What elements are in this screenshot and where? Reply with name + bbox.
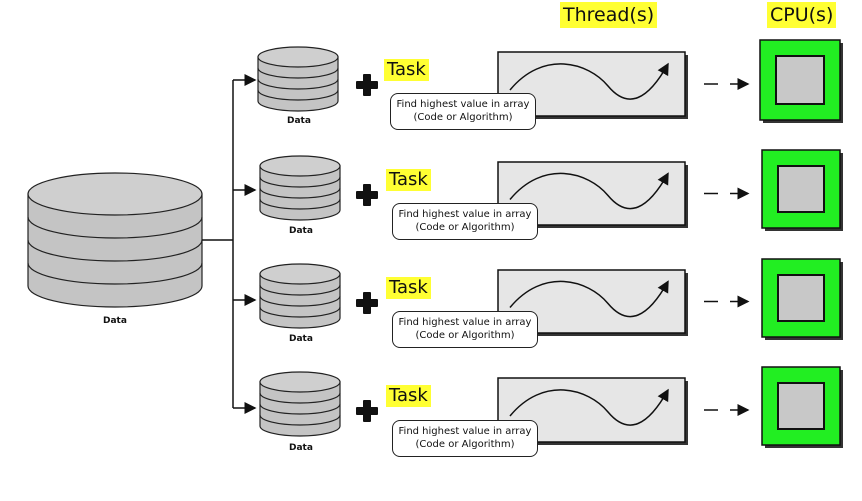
task-label: Task [386,169,431,191]
task-callout: Find highest value in array (Code or Alg… [392,311,538,348]
task-description: Find highest value in array [398,209,532,220]
row-database-icon [259,263,341,329]
task-description: Find highest value in array [398,317,532,328]
plus-icon [356,184,378,206]
task-label: Task [384,59,429,81]
task-description: Find highest value in array [398,426,532,437]
task-subdescription: (Code or Algorithm) [415,222,515,233]
task-subdescription: (Code or Algorithm) [415,330,515,341]
row-data-label: Data [289,226,313,236]
task-callout: Find highest value in array (Code or Alg… [390,93,536,130]
task-subdescription: (Code or Algorithm) [413,112,513,123]
task-label: Task [386,277,431,299]
task-callout: Find highest value in array (Code or Alg… [392,420,538,457]
thread-wave-icon [509,388,669,426]
task-label: Task [386,385,431,407]
row-data-label: Data [287,116,311,126]
cpu-core [775,55,825,105]
task-callout: Find highest value in array (Code or Alg… [392,203,538,240]
task-subdescription: (Code or Algorithm) [415,439,515,450]
plus-icon [356,74,378,96]
thread-wave-icon [509,280,669,318]
threads-header: Thread(s) [560,2,658,28]
task-description: Find highest value in array [396,99,530,110]
row-data-label: Data [289,334,313,344]
thread-wave-icon [509,172,669,210]
main-database-icon [27,172,203,308]
cpus-header: CPU(s) [767,2,837,28]
cpu-core [777,274,825,322]
row-data-label: Data [289,443,313,453]
plus-icon [356,400,378,422]
thread-wave-icon [509,62,669,100]
plus-icon [356,292,378,314]
cpu-core [777,382,825,430]
row-database-icon [257,46,339,112]
row-database-icon [259,371,341,437]
row-database-icon [259,155,341,221]
cpu-core [777,165,825,213]
main-data-label: Data [103,316,127,326]
